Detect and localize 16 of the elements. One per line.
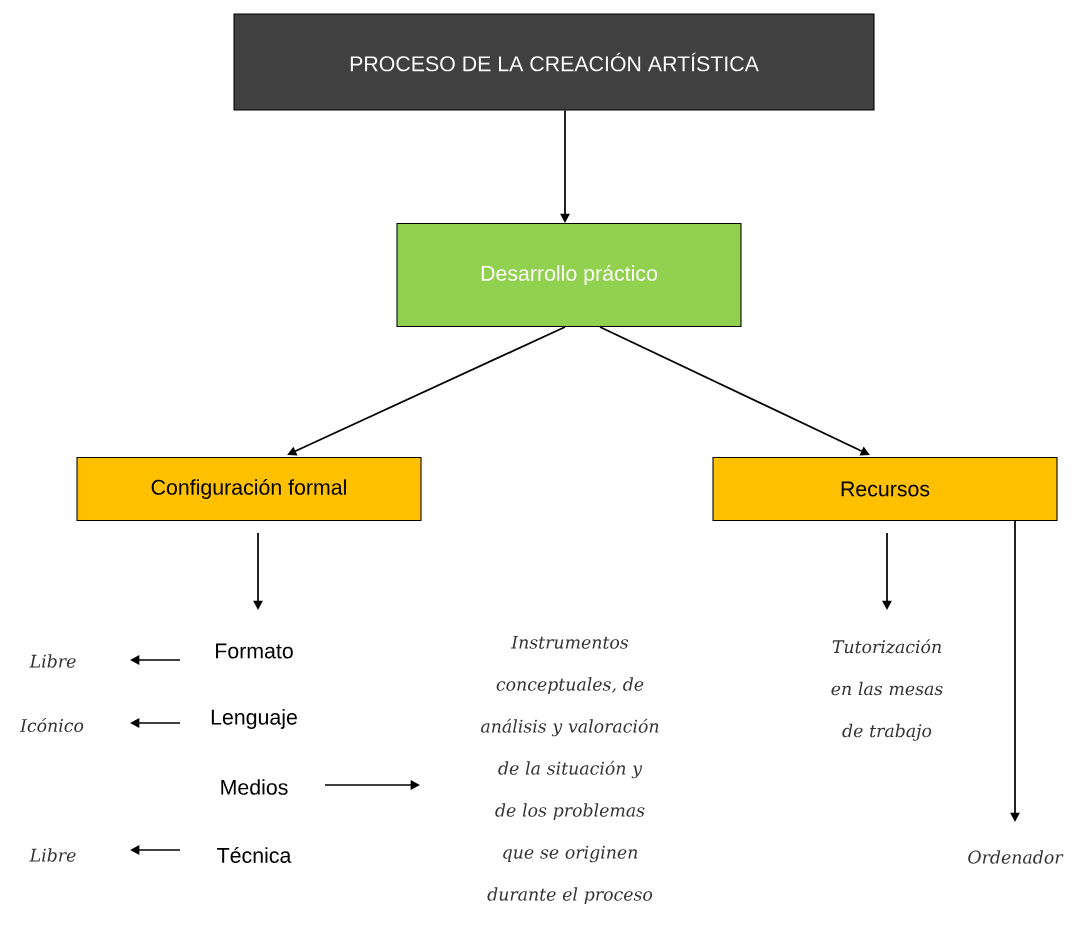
- concept-text: Medios: [221, 779, 288, 795]
- arrow: [287, 326, 566, 456]
- process-box: Configuración formal: [76, 457, 422, 521]
- handwritten-note: Ordenador: [968, 850, 1064, 864]
- handwritten-note: Libre: [29, 654, 76, 668]
- concept-text: Lenguaje: [211, 709, 297, 729]
- process-box: Desarrollo práctico: [396, 223, 742, 327]
- process-box: PROCESO DE LA CREACIÓN ARTÍSTICA: [233, 13, 875, 111]
- handwritten-note: Instrumentos conceptuales, de análisis y valoración de la situación y de los problemas que se originen durante el proceso: [481, 635, 659, 905]
- handwritten-note: Tutorización en las mesas de trabajo: [831, 639, 943, 741]
- concept-text: Técnica: [217, 847, 292, 863]
- arrow: [599, 326, 870, 456]
- concept-text: Formato: [216, 643, 293, 659]
- process-box: Recursos: [712, 457, 1058, 521]
- handwritten-note: Libre: [29, 848, 76, 862]
- handwritten-note: Icónico: [19, 717, 84, 733]
